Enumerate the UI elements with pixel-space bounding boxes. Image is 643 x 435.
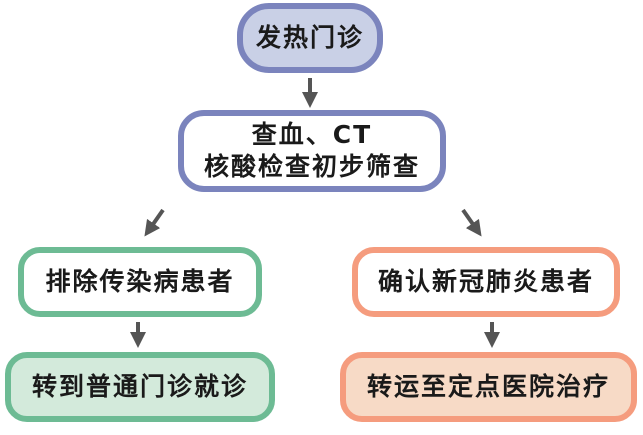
node-label: 发热门诊	[255, 23, 364, 52]
node-label: 转到普通门诊就诊	[31, 372, 248, 401]
node-label: 确认新冠肺炎患者	[377, 267, 594, 296]
arrow-screening-to-confirmed	[461, 208, 482, 237]
arrow-screening-to-excluded	[144, 208, 165, 237]
node-fever-clinic: 发热门诊	[237, 3, 383, 73]
node-designated-hospital: 转运至定点医院治疗	[340, 352, 637, 422]
node-screening: 查血、CT 核酸检查初步筛查	[178, 110, 446, 192]
node-confirmed: 确认新冠肺炎患者	[352, 247, 620, 317]
node-label: 排除传染病患者	[45, 267, 235, 296]
node-label-line2: 核酸检查初步筛查	[203, 152, 420, 181]
node-label-line1: 查血、CT	[251, 120, 373, 149]
node-general-clinic: 转到普通门诊就诊	[5, 352, 275, 422]
node-label: 转运至定点医院治疗	[366, 372, 610, 401]
node-excluded: 排除传染病患者	[18, 247, 262, 317]
